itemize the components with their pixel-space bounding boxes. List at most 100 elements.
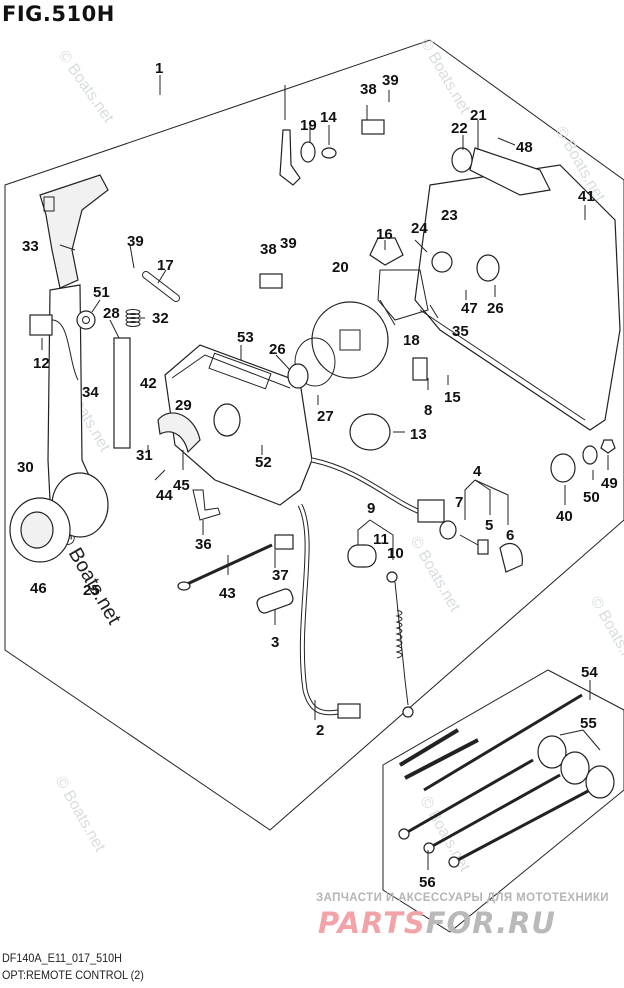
callout-24[interactable]: 24 bbox=[411, 220, 428, 237]
callout-19[interactable]: 19 bbox=[300, 117, 317, 134]
lever-bracket bbox=[113, 337, 131, 449]
callout-8[interactable]: 8 bbox=[424, 402, 432, 419]
callout-54[interactable]: 54 bbox=[581, 664, 598, 681]
detent-plate bbox=[157, 412, 201, 454]
callout-45[interactable]: 45 bbox=[173, 477, 190, 494]
callout-56[interactable]: 56 bbox=[419, 874, 436, 891]
trim-switch bbox=[412, 357, 428, 381]
cable-ties bbox=[398, 693, 583, 792]
indicator-panel bbox=[208, 352, 272, 390]
nut bbox=[600, 439, 616, 454]
callout-42[interactable]: 42 bbox=[140, 375, 157, 392]
assembly-outline bbox=[4, 39, 624, 831]
callout-11[interactable]: 11 bbox=[373, 531, 389, 548]
callout-49[interactable]: 49 bbox=[601, 475, 618, 492]
callout-40[interactable]: 40 bbox=[556, 508, 573, 525]
ignition-key bbox=[459, 534, 479, 546]
callout-10[interactable]: 10 bbox=[387, 545, 404, 562]
callout-25[interactable]: 25 bbox=[83, 582, 100, 599]
callout-53[interactable]: 53 bbox=[237, 329, 254, 346]
callout-39c[interactable]: 39 bbox=[280, 235, 297, 252]
callout-23[interactable]: 23 bbox=[441, 207, 458, 224]
buzzer bbox=[349, 413, 391, 451]
callout-39b[interactable]: 39 bbox=[127, 233, 144, 250]
snap-ring bbox=[294, 337, 336, 387]
gear-plate bbox=[311, 301, 389, 379]
callout-7[interactable]: 7 bbox=[455, 494, 463, 511]
switch-wire bbox=[51, 319, 79, 381]
callout-47[interactable]: 47 bbox=[461, 300, 478, 317]
lanyard-cord bbox=[394, 581, 409, 706]
callout-1[interactable]: 1 bbox=[155, 60, 163, 77]
callout-38b[interactable]: 38 bbox=[260, 241, 277, 258]
callout-2[interactable]: 2 bbox=[316, 722, 324, 739]
brand-part-2: FOR.RU bbox=[425, 906, 556, 940]
callout-50[interactable]: 50 bbox=[583, 489, 600, 506]
callout-32[interactable]: 32 bbox=[152, 310, 169, 327]
callout-28[interactable]: 28 bbox=[103, 305, 120, 322]
callout-41[interactable]: 41 bbox=[578, 188, 595, 205]
callout-35[interactable]: 35 bbox=[452, 323, 469, 340]
callout-38[interactable]: 38 bbox=[360, 81, 377, 98]
small-gear bbox=[431, 251, 453, 273]
callout-55[interactable]: 55 bbox=[580, 715, 597, 732]
callout-48[interactable]: 48 bbox=[516, 139, 533, 156]
callout-26[interactable]: 26 bbox=[269, 341, 286, 358]
leader-lines bbox=[41, 75, 609, 870]
callout-36[interactable]: 36 bbox=[195, 536, 212, 553]
callout-6[interactable]: 6 bbox=[506, 527, 514, 544]
callout-34[interactable]: 34 bbox=[82, 384, 99, 401]
callout-13[interactable]: 13 bbox=[410, 426, 427, 443]
spacer-collars bbox=[537, 735, 615, 799]
cover-plate bbox=[256, 588, 294, 614]
callout-4[interactable]: 4 bbox=[473, 463, 482, 480]
callout-52[interactable]: 52 bbox=[255, 454, 272, 471]
washer-right bbox=[582, 445, 598, 465]
callout-22[interactable]: 22 bbox=[451, 120, 468, 137]
site-tagline: ЗАПЧАСТИ И АКСЕССУАРЫ ДЛЯ МОТОТЕХНИКИ bbox=[316, 892, 609, 904]
callout-26b[interactable]: 26 bbox=[487, 300, 504, 317]
suzuki-emblem-icon bbox=[20, 511, 54, 549]
flat-washer bbox=[321, 147, 337, 159]
callout-16[interactable]: 16 bbox=[376, 226, 393, 243]
callout-12[interactable]: 12 bbox=[33, 355, 50, 372]
callout-14[interactable]: 14 bbox=[320, 109, 337, 126]
bushing bbox=[287, 363, 309, 389]
callout-29[interactable]: 29 bbox=[175, 397, 192, 414]
callout-39[interactable]: 39 bbox=[382, 72, 399, 89]
callout-5[interactable]: 5 bbox=[485, 517, 493, 534]
mount-bolts bbox=[398, 758, 591, 868]
callout-51[interactable]: 51 bbox=[93, 284, 110, 301]
callout-37[interactable]: 37 bbox=[272, 567, 289, 584]
housing-bore bbox=[213, 403, 241, 437]
square-hole bbox=[339, 329, 361, 351]
callout-31[interactable]: 31 bbox=[136, 447, 153, 464]
callout-3[interactable]: 3 bbox=[271, 634, 279, 651]
bracket bbox=[192, 489, 221, 521]
callout-33[interactable]: 33 bbox=[22, 238, 39, 255]
side-cover bbox=[414, 164, 621, 431]
site-brand-logo[interactable]: PARTSFOR.RU bbox=[318, 906, 556, 940]
link-plate bbox=[361, 119, 385, 135]
callout-46[interactable]: 46 bbox=[30, 580, 47, 597]
callout-18[interactable]: 18 bbox=[403, 332, 420, 349]
stop-switch bbox=[347, 544, 377, 568]
cam bbox=[369, 237, 404, 266]
washer bbox=[76, 310, 96, 330]
callout-43[interactable]: 43 bbox=[219, 585, 236, 602]
callout-9[interactable]: 9 bbox=[367, 500, 375, 517]
handle-grip bbox=[39, 174, 109, 289]
callout-20[interactable]: 20 bbox=[332, 259, 349, 276]
clip bbox=[274, 534, 294, 550]
callout-30[interactable]: 30 bbox=[17, 459, 34, 476]
lanyard-clip bbox=[386, 571, 398, 583]
key-cap bbox=[499, 543, 523, 573]
callout-21[interactable]: 21 bbox=[470, 107, 487, 124]
callout-44[interactable]: 44 bbox=[156, 487, 173, 504]
kit-outline bbox=[382, 669, 624, 933]
spring-icon bbox=[125, 309, 141, 327]
callout-15[interactable]: 15 bbox=[444, 389, 461, 406]
callout-27[interactable]: 27 bbox=[317, 408, 334, 425]
callout-17[interactable]: 17 bbox=[157, 257, 174, 274]
